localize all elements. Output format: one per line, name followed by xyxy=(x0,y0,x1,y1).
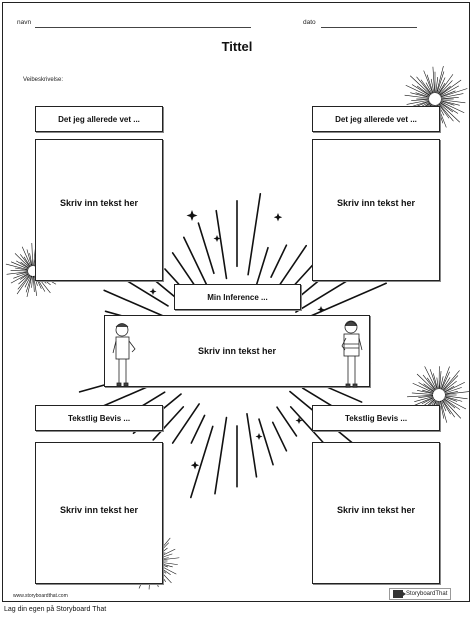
bottom-left-label: Tekstlig Bevis ... xyxy=(67,413,131,423)
worksheet-page: navn dato Tittel Veibeskrivelse: Det jeg… xyxy=(2,2,470,602)
storyboard-logo-icon xyxy=(393,590,406,598)
center-text-box[interactable]: Skriv inn tekst her xyxy=(104,315,370,387)
storyboardthat-logo[interactable]: StoryboardThat xyxy=(389,588,452,600)
date-line xyxy=(321,27,417,28)
top-left-label-box: Det jeg allerede vet ... xyxy=(35,106,163,132)
top-left-label: Det jeg allerede vet ... xyxy=(58,114,140,124)
top-left-text-box[interactable]: Skriv inn tekst her xyxy=(35,139,163,281)
bottom-left-text-box[interactable]: Skriv inn tekst her xyxy=(35,442,163,584)
footer-site: www.storyboardthat.com xyxy=(13,593,68,599)
center-text: Skriv inn tekst her xyxy=(197,346,277,356)
description-label: Veibeskrivelse: xyxy=(23,77,64,83)
bottom-left-text: Skriv inn tekst her xyxy=(59,505,139,515)
page-caption[interactable]: Lag din egen på Storyboard That xyxy=(4,606,107,613)
bottom-left-label-box: Tekstlig Bevis ... xyxy=(35,405,163,431)
bottom-right-text-box[interactable]: Skriv inn tekst her xyxy=(312,442,440,584)
name-line xyxy=(35,27,251,28)
top-left-text: Skriv inn tekst her xyxy=(59,198,139,208)
top-right-text: Skriv inn tekst her xyxy=(336,198,416,208)
top-right-text-box[interactable]: Skriv inn tekst her xyxy=(312,139,440,281)
bottom-right-label-box: Tekstlig Bevis ... xyxy=(312,405,440,431)
logo-text: StoryboardThat xyxy=(406,591,448,597)
girl-character-icon xyxy=(341,320,363,388)
top-right-label: Det jeg allerede vet ... xyxy=(335,114,417,124)
bottom-right-label: Tekstlig Bevis ... xyxy=(344,413,408,423)
center-label: Min Inference ... xyxy=(207,292,268,302)
bottom-right-text: Skriv inn tekst her xyxy=(336,505,416,515)
page-title: Tittel xyxy=(221,39,253,54)
name-label: navn xyxy=(17,19,32,26)
boy-character-icon xyxy=(112,323,136,387)
center-label-box: Min Inference ... xyxy=(174,284,301,310)
top-right-label-box: Det jeg allerede vet ... xyxy=(312,106,440,132)
date-label: dato xyxy=(303,19,316,26)
